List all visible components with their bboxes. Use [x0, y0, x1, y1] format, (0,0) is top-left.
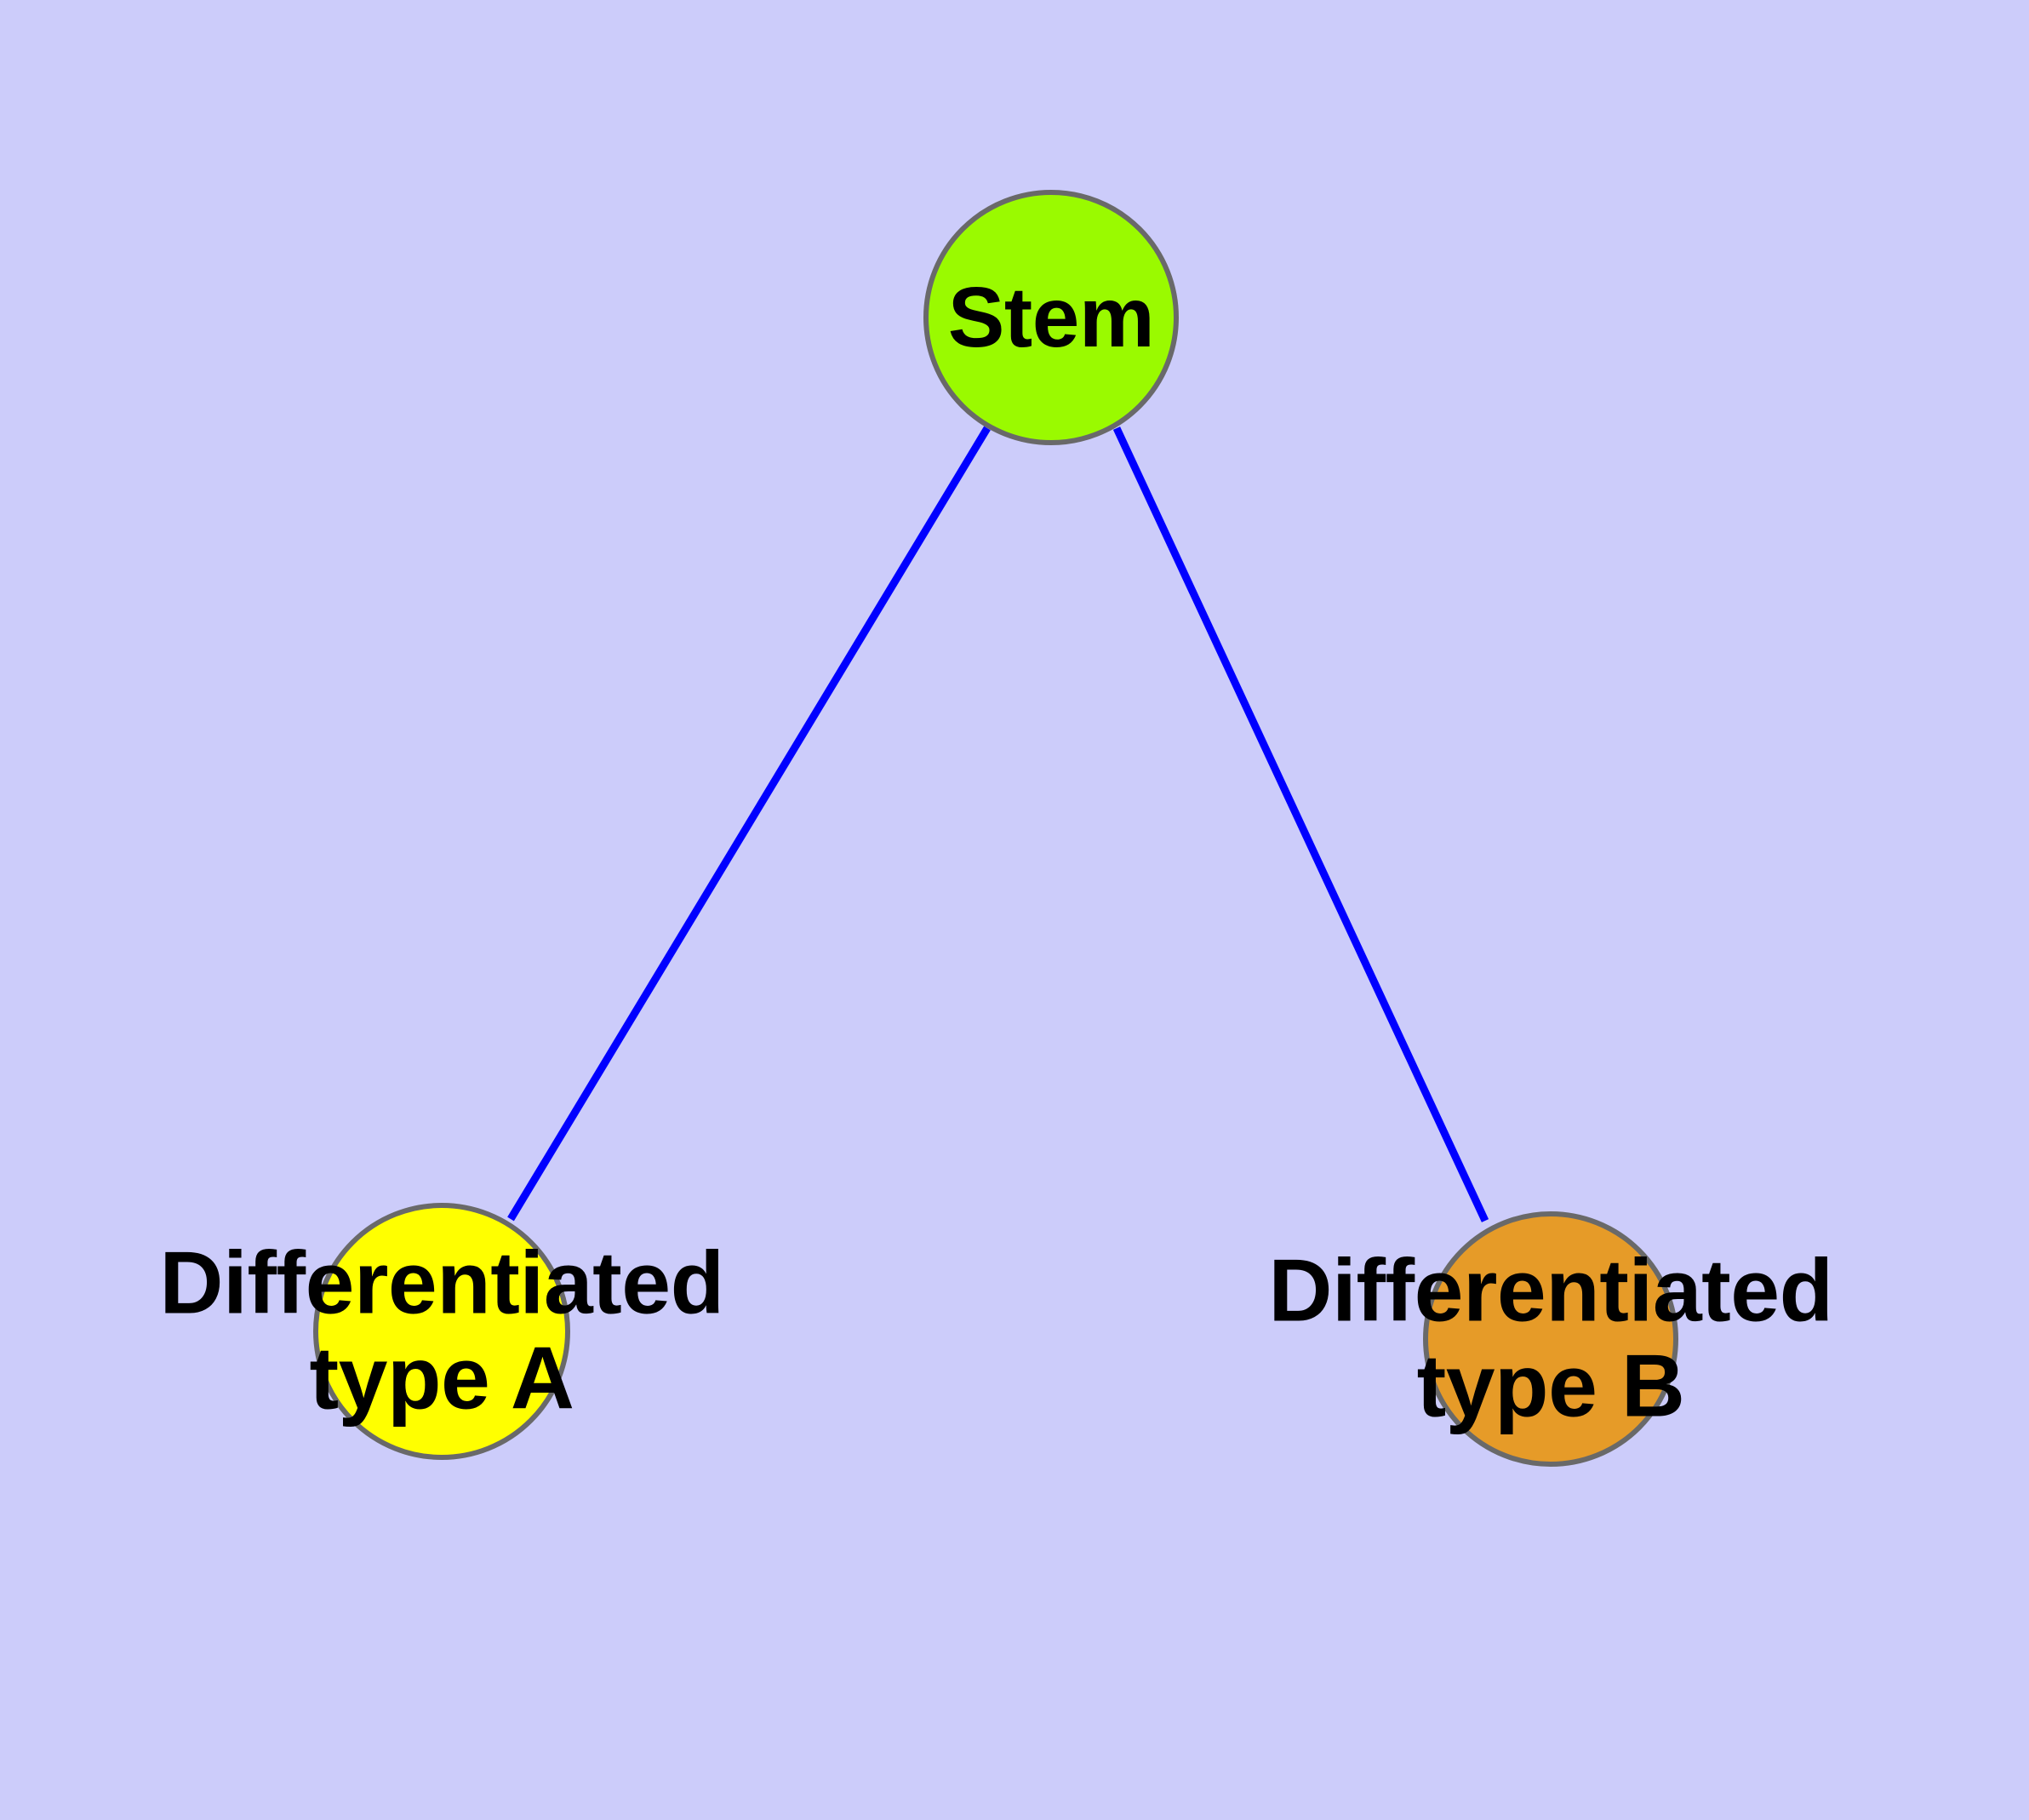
node-circle-diffB[interactable]	[1423, 1211, 1678, 1467]
edge-stem-to-diffB	[1112, 426, 1489, 1222]
node-circle-diffA[interactable]	[313, 1203, 570, 1460]
node-layer	[313, 190, 1678, 1467]
node-circle-stem[interactable]	[923, 190, 1179, 445]
edge-stem-to-diffA	[507, 426, 991, 1222]
edge-layer	[507, 426, 1489, 1222]
